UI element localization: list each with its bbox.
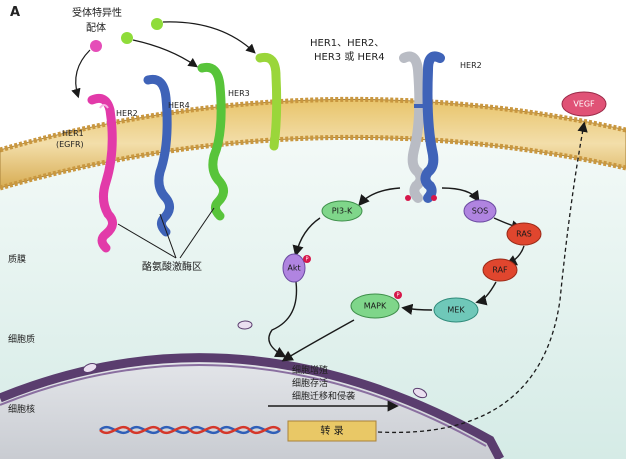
outcome-line2: 细胞存活 xyxy=(292,377,328,389)
sos-node: SOS xyxy=(463,199,497,223)
nucleus-label: 细胞核 xyxy=(8,403,35,415)
ligand-pink xyxy=(90,40,102,52)
vegf-label: VEGF xyxy=(573,100,595,109)
ligand-label-line2: 配体 xyxy=(86,22,106,34)
nuclear-envelope xyxy=(0,353,504,459)
her1-label-line1: HER1 xyxy=(62,129,84,138)
kinase-domain-label: 酪氨酸激酶区 xyxy=(142,260,202,273)
ligand-green-1 xyxy=(121,32,133,44)
her4-label: HER4 xyxy=(168,101,190,110)
membrane-head-top xyxy=(0,96,626,153)
outcome-line1: 细胞增殖 xyxy=(292,364,328,376)
pi3k-node: PI3-K xyxy=(321,200,363,222)
her1-label-line2: (EGFR) xyxy=(56,140,84,149)
vegf-node: VEGF xyxy=(561,91,607,117)
nuclear-pores xyxy=(82,320,428,399)
akt-node: Akt P xyxy=(282,253,311,283)
cytoplasm-label: 细胞质 xyxy=(8,333,35,345)
plasma-membrane xyxy=(0,98,626,189)
her3-receptor xyxy=(255,52,282,151)
dna-helix xyxy=(99,425,281,435)
mapk-label: MAPK xyxy=(364,302,387,311)
mek-node: MEK xyxy=(433,297,479,323)
vegf-dashed-arrow xyxy=(377,121,588,434)
her4-receptor xyxy=(197,62,228,221)
her3-label: HER3 xyxy=(228,89,250,98)
her1-receptor xyxy=(87,93,117,253)
svg-text:P: P xyxy=(396,293,399,299)
ras-label: RAS xyxy=(516,230,532,239)
dimer-left-label-line2: HER3 或 HER4 xyxy=(314,51,385,63)
raf-label: RAF xyxy=(492,266,508,275)
dimer-right-label: HER2 xyxy=(460,61,482,70)
phospho-akt xyxy=(303,255,311,263)
dimer-right-receptor xyxy=(420,51,445,203)
akt-label: Akt xyxy=(287,264,300,273)
outcome-line3: 细胞迁移和侵袭 xyxy=(292,390,355,402)
ligand-arrows xyxy=(71,21,256,99)
phospho-dimer-left xyxy=(405,195,411,201)
dimer-left-receptor xyxy=(399,51,426,203)
ligand-green-2 xyxy=(151,18,163,30)
membrane-label: 质膜 xyxy=(8,253,26,265)
sos-label: SOS xyxy=(472,207,488,216)
phospho-mapk xyxy=(394,291,402,299)
panel-letter: A xyxy=(10,5,20,20)
pathway-arrows xyxy=(268,187,525,412)
transcription-box: 转 录 xyxy=(287,420,377,442)
pi3k-label: PI3-K xyxy=(332,207,353,216)
mapk-node: MAPK P xyxy=(350,291,402,319)
svg-text:P: P xyxy=(305,257,308,263)
dimer-left-label-line1: HER1、HER2、 xyxy=(310,38,384,49)
her2-receptor xyxy=(143,74,174,237)
kinase-pointer-lines xyxy=(117,207,215,259)
her2-label: HER2 xyxy=(116,109,138,118)
phospho-dimer-right xyxy=(431,195,437,201)
membrane-head-bottom xyxy=(0,134,626,191)
mek-label: MEK xyxy=(447,306,465,315)
ras-node: RAS xyxy=(506,222,542,246)
nuclear-envelope-inner xyxy=(0,364,487,447)
ligand-label-line1: 受体特异性 xyxy=(72,6,122,19)
transcription-label: 转 录 xyxy=(320,424,343,437)
raf-node: RAF xyxy=(482,258,518,282)
